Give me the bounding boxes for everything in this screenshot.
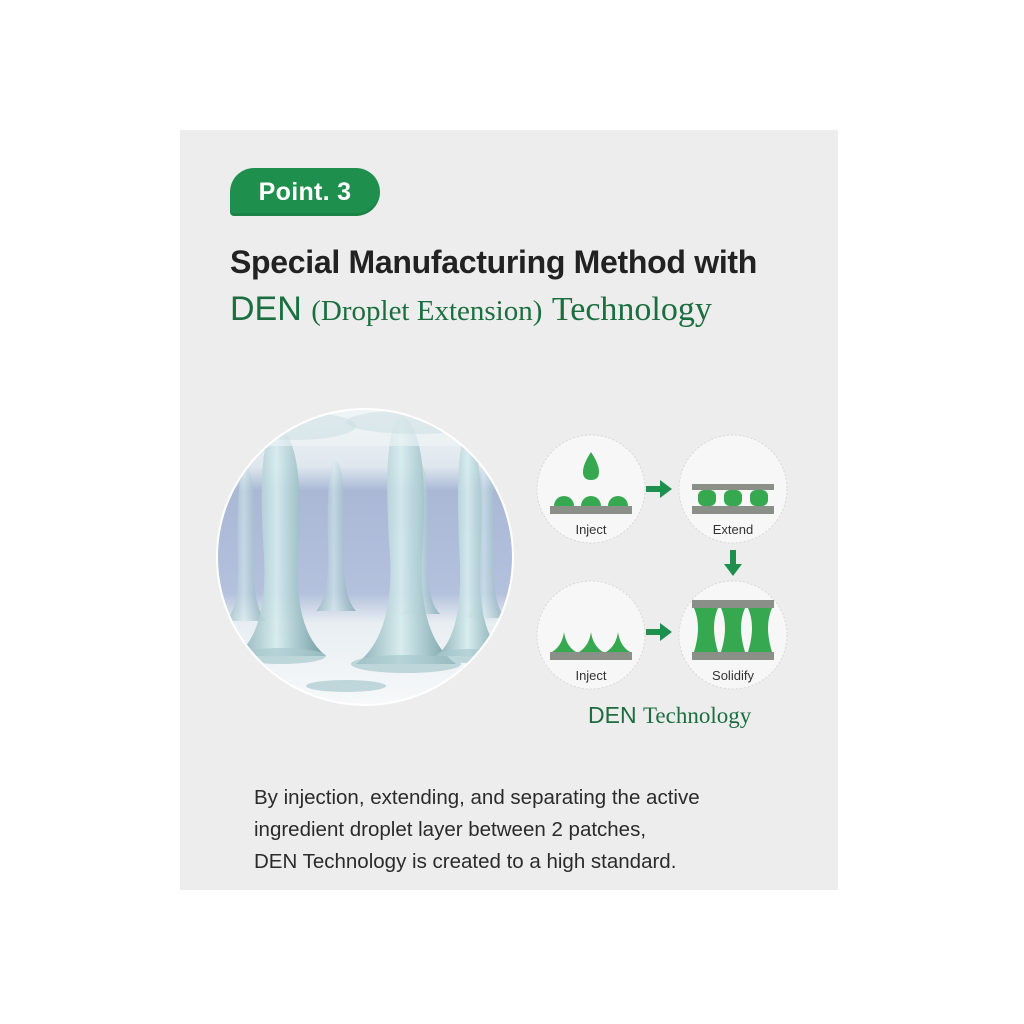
droplet-columns-photo <box>216 408 514 706</box>
extend-plates-icon <box>692 484 774 514</box>
step-inject-cones <box>536 580 646 690</box>
heading-line-2: DEN (Droplet Extension) Technology <box>230 290 712 329</box>
heading-paren: (Droplet Extension) <box>311 295 543 327</box>
description-text: By injection, extending, and separating … <box>254 782 700 878</box>
arrow-right-icon <box>646 480 672 498</box>
step-inject-droplet <box>536 434 646 544</box>
point-badge: Point. 3 <box>230 168 380 216</box>
droplet-inject-icon <box>550 452 632 514</box>
arrow-down-icon <box>724 550 742 576</box>
content-panel: Point. 3 Special Manufacturing Method wi… <box>180 130 838 890</box>
description-line: ingredient droplet layer between 2 patch… <box>254 818 647 841</box>
caption-den: DEN <box>588 702 637 728</box>
heading-tech: Technology <box>551 291 712 328</box>
step-extend <box>678 434 788 544</box>
heading-den: DEN <box>230 290 302 328</box>
description-line: By injection, extending, and separating … <box>254 786 700 809</box>
step-label-inject-1: Inject <box>575 522 607 537</box>
solidify-columns-icon <box>692 600 774 660</box>
description-line: DEN Technology is created to a high stan… <box>254 850 677 873</box>
heading-line-1: Special Manufacturing Method with <box>230 244 758 280</box>
arrow-right-icon <box>646 623 672 641</box>
step-label-solidify: Solidify <box>712 668 754 683</box>
step-label-inject-2: Inject <box>575 668 607 683</box>
cone-inject-icon <box>550 632 632 660</box>
den-technology-caption: DEN Technology <box>588 702 751 729</box>
step-label-extend: Extend <box>712 522 754 537</box>
step-solidify <box>678 580 788 690</box>
caption-tech: Technology <box>642 703 752 728</box>
